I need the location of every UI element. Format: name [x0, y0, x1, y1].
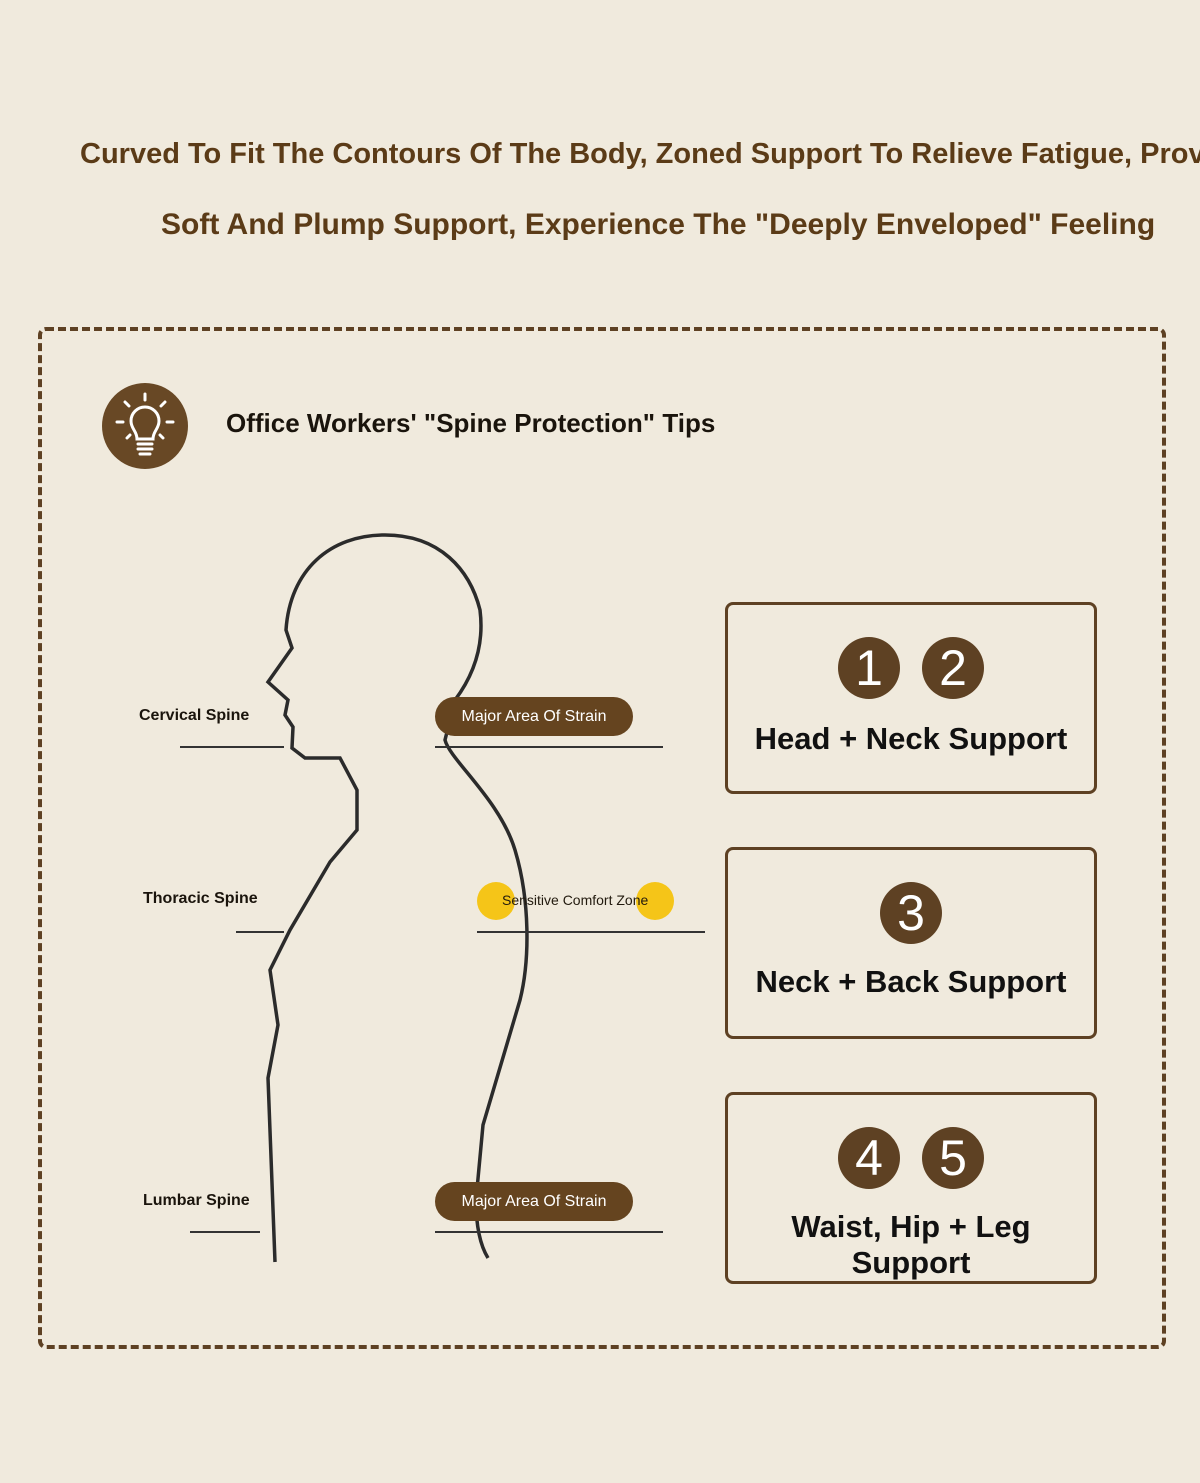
lumbar-line: [190, 1231, 260, 1233]
strain-zone-badge: Major Area Of Strain: [435, 1182, 633, 1221]
number-badge: 2: [922, 637, 984, 699]
card-title: Head + Neck Support: [754, 721, 1068, 756]
tips-frame: [38, 327, 1166, 1349]
thoracic-line: [236, 931, 284, 933]
number-badge: 1: [838, 637, 900, 699]
comfort-zone-label: Sensitive Comfort Zone: [502, 892, 649, 908]
cervical-spine-label: Cervical Spine: [139, 707, 250, 724]
card-title: Waist, Hip + Leg Support: [791, 1209, 1031, 1280]
headline-line-2: Soft And Plump Support, Experience The "…: [161, 208, 1156, 241]
card-title: Neck + Back Support: [755, 964, 1067, 999]
yellow-dot: [636, 882, 674, 920]
number-badge: 4: [838, 1127, 900, 1189]
lumbar-spine-label: Lumbar Spine: [143, 1192, 250, 1209]
zone-line: [477, 931, 705, 933]
lightbulb-icon: [102, 383, 188, 469]
strain-zone-badge: Major Area Of Strain: [435, 697, 633, 736]
cervical-line: [180, 746, 284, 748]
number-badge: 3: [880, 882, 942, 944]
number-badge: 5: [922, 1127, 984, 1189]
zone-line: [435, 746, 663, 748]
tips-title: Office Workers' "Spine Protection" Tips: [226, 408, 716, 438]
thoracic-spine-label: Thoracic Spine: [143, 890, 258, 907]
zone-line: [435, 1231, 663, 1233]
yellow-dot: [477, 882, 515, 920]
support-card-neck-back: 3 Neck + Back Support: [725, 847, 1097, 1039]
headline-line-1: Curved To Fit The Contours Of The Body, …: [80, 138, 1200, 170]
